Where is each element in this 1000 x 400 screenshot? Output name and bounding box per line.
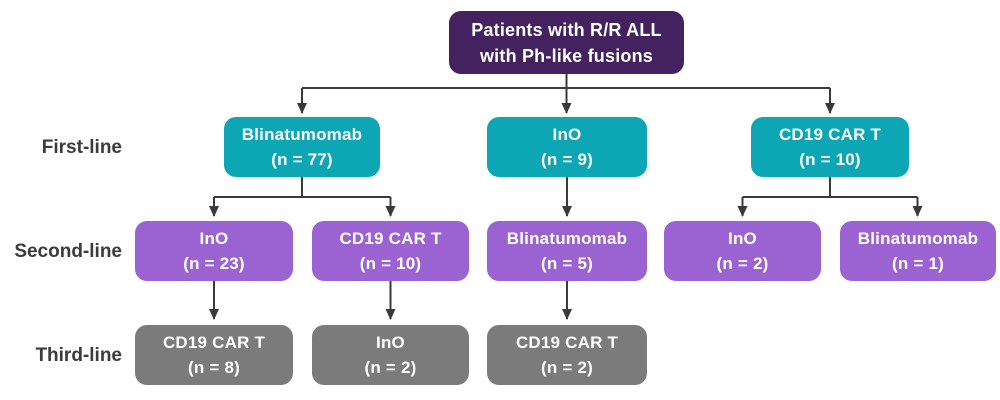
node-firstline-cd19cart: CD19 CAR T (n = 10) [751, 117, 909, 177]
node-treatment: Blinatumomab [857, 229, 979, 248]
connector-blina-branch [214, 177, 391, 198]
node-count: (n = 8) [188, 358, 240, 377]
node-treatment: CD19 CAR T [515, 333, 619, 352]
node-firstline-ino: InO (n = 9) [487, 117, 647, 177]
node-count: (n = 77) [271, 150, 333, 169]
connector-cart-branch [742, 177, 918, 198]
node-firstline-blinatumomab: Blinatumomab (n = 77) [224, 117, 380, 177]
node-treatment: InO [728, 229, 757, 248]
node-count: (n = 2) [364, 358, 417, 377]
node-secondline-cd19cart-10: CD19 CAR T (n = 10) [312, 221, 469, 281]
node-treatment: Blinatumomab [241, 125, 363, 144]
node-treatment: InO [199, 229, 229, 248]
node-treatment: InO [376, 333, 405, 352]
node-treatment: InO [552, 125, 582, 144]
node-count: (n = 10) [799, 150, 861, 169]
node-count: (n = 9) [541, 150, 593, 169]
node-label-line2: with Ph-like fusions [479, 45, 653, 66]
node-count: (n = 23) [183, 254, 245, 273]
node-thirdline-ino-2: InO (n = 2) [312, 325, 469, 385]
row-label-third-line: Third-line [35, 345, 122, 366]
node-secondline-ino-2: InO (n = 2) [664, 221, 821, 281]
node-count: (n = 2) [716, 254, 769, 273]
node-count: (n = 2) [541, 358, 593, 377]
node-treatment: CD19 CAR T [162, 333, 266, 352]
row-label-second-line: Second-line [14, 241, 122, 262]
row-label-first-line: First-line [41, 137, 122, 158]
connector-root-branch [302, 74, 830, 89]
node-count: (n = 10) [359, 254, 422, 273]
node-secondline-blinatumomab-5: Blinatumomab (n = 5) [487, 221, 647, 281]
node-thirdline-cd19cart-8: CD19 CAR T (n = 8) [135, 325, 293, 385]
node-secondline-blinatumomab-1: Blinatumomab (n = 1) [840, 221, 996, 281]
node-thirdline-cd19cart-2: CD19 CAR T (n = 2) [487, 325, 647, 385]
node-count: (n = 1) [892, 254, 944, 273]
node-secondline-ino-23: InO (n = 23) [135, 221, 293, 281]
node-patients-root: Patients with R/R ALL with Ph-like fusio… [449, 11, 684, 74]
node-treatment: Blinatumomab [506, 229, 628, 248]
node-treatment: CD19 CAR T [339, 229, 442, 248]
node-treatment: CD19 CAR T [778, 125, 882, 144]
node-label-line1: Patients with R/R ALL [471, 19, 662, 40]
node-count: (n = 5) [541, 254, 593, 273]
